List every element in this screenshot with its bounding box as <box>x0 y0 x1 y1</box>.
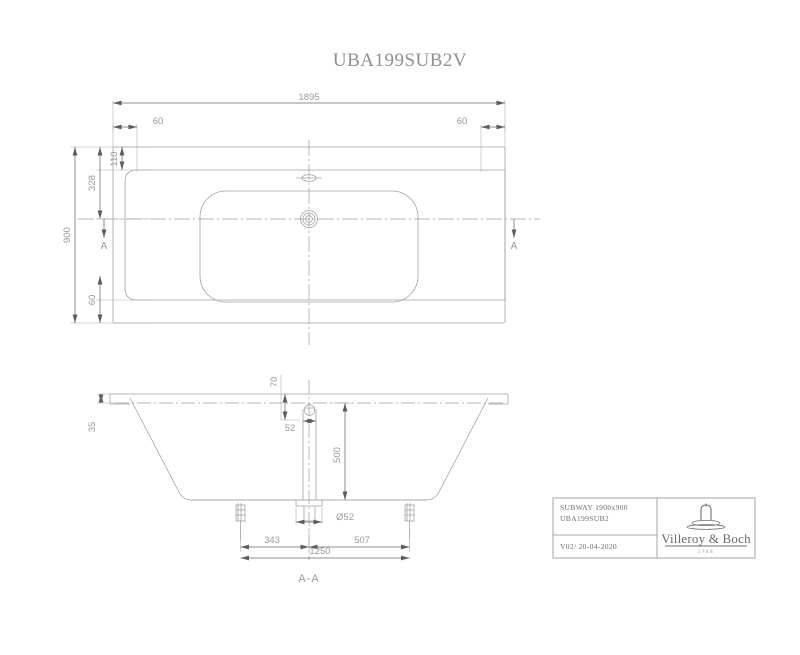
dim-overflow-width: 52 <box>285 423 296 434</box>
dim-depth: 500 <box>332 447 343 463</box>
section-markers <box>101 219 517 238</box>
title-block-product-line: SUBWAY 1900x900 <box>560 503 628 512</box>
overflow-port-circle <box>303 404 316 416</box>
dim-overflow-height: 70 <box>269 377 280 388</box>
section-marker-left-label: A <box>101 241 108 252</box>
plan-dimension-labels: 1895 60 60 900 328 110 60 A A <box>62 92 518 305</box>
brand-year: 1748 <box>698 550 714 555</box>
plan-drain-overflow <box>296 174 322 228</box>
section-extension-lines <box>97 375 410 552</box>
section-marker-right-label: A <box>511 241 518 252</box>
title-block-revision: V02/ 20-04-2020 <box>560 542 617 551</box>
drain-mid-circle <box>302 212 316 226</box>
title-block: SUBWAY 1900x900 UBA199SUB2 V02/ 20-04-20… <box>552 497 756 559</box>
dim-basin-top-offset: 328 <box>87 175 98 191</box>
dim-foot-left-offset: 343 <box>264 535 280 546</box>
section-waste-outlet <box>295 500 323 507</box>
dim-basin-bottom-offset: 60 <box>87 295 98 306</box>
section-dimension-lines <box>98 394 410 561</box>
dim-rim-right: 60 <box>457 116 468 127</box>
drain-inner-circle <box>305 215 313 223</box>
section-centerlines <box>115 380 504 560</box>
fountain-icon <box>686 503 726 530</box>
dim-foot-right-offset: 507 <box>354 535 370 546</box>
section-view-label: A-A <box>298 573 319 585</box>
plan-centerlines <box>78 140 540 345</box>
brand-name: Villeroy & Boch <box>661 531 751 546</box>
dim-overall-length: 1895 <box>298 92 319 103</box>
dim-drain-diameter: Ø52 <box>336 512 354 523</box>
title-block-product-code: UBA199SUB2 <box>560 514 609 523</box>
section-dimension-labels: 35 70 52 500 Ø52 343 507 1250 A-A <box>87 377 370 585</box>
dim-foot-span: 1250 <box>309 546 330 557</box>
dim-rim-thickness: 35 <box>87 422 98 433</box>
dim-rim-left: 60 <box>153 116 164 127</box>
support-feet <box>235 503 415 540</box>
plan-extension-lines <box>70 100 506 324</box>
drain-outer-circle <box>300 210 318 228</box>
plan-inner-rim <box>124 169 506 301</box>
dim-overall-width: 900 <box>62 227 73 243</box>
plan-dimension-lines <box>72 100 505 323</box>
dim-overflow-offset: 110 <box>109 151 120 166</box>
title-block-border <box>552 497 756 559</box>
